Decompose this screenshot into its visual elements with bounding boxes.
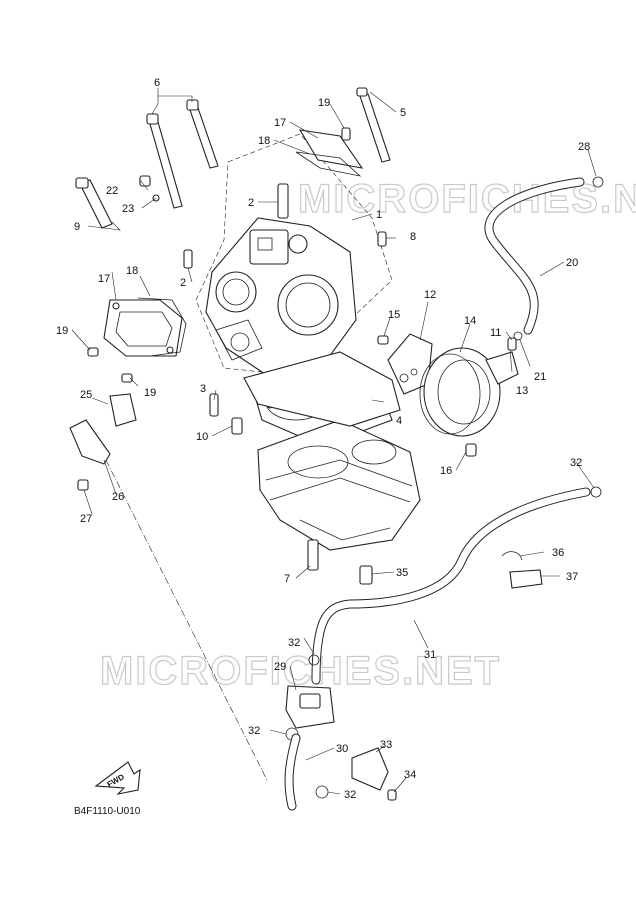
clamp-36[interactable] bbox=[501, 551, 523, 561]
callout-3: 3 bbox=[200, 383, 206, 395]
clip-32-mid[interactable] bbox=[308, 654, 320, 666]
callout-27: 27 bbox=[80, 513, 92, 525]
callout-31: 31 bbox=[424, 649, 436, 661]
tappet-cover-top[interactable] bbox=[295, 129, 364, 177]
callout-28: 28 bbox=[578, 141, 590, 153]
stud-bolt-right[interactable] bbox=[356, 87, 391, 163]
bolt-27[interactable] bbox=[77, 479, 89, 491]
clamp-26[interactable] bbox=[69, 419, 111, 465]
callout-32-mid: 32 bbox=[288, 637, 300, 649]
callout-14: 14 bbox=[464, 315, 476, 327]
callout-37: 37 bbox=[566, 571, 578, 583]
hose-20[interactable] bbox=[484, 177, 585, 335]
stud-bolt-left-1[interactable] bbox=[146, 113, 183, 209]
leader-lines bbox=[71, 88, 597, 795]
bolt-19-mid[interactable] bbox=[121, 373, 133, 383]
bolt-7[interactable] bbox=[307, 539, 319, 571]
callout-7: 7 bbox=[284, 573, 290, 585]
bolt-34[interactable] bbox=[387, 789, 397, 801]
callout-9: 9 bbox=[74, 221, 80, 233]
callout-19-mid: 19 bbox=[144, 387, 156, 399]
callout-35: 35 bbox=[396, 567, 408, 579]
bolt-8[interactable] bbox=[377, 231, 387, 247]
clamp-35[interactable] bbox=[359, 565, 373, 585]
clamp-37[interactable] bbox=[509, 569, 543, 589]
bolt-15[interactable] bbox=[377, 335, 389, 345]
diagram-code: B4F1110-U010 bbox=[74, 806, 141, 817]
callout-19-left: 19 bbox=[56, 325, 68, 337]
callout-26: 26 bbox=[112, 491, 124, 503]
air-cut-valve[interactable] bbox=[285, 685, 335, 729]
callout-34: 34 bbox=[404, 769, 416, 781]
callout-19-top: 19 bbox=[318, 97, 330, 109]
bolt-19-top[interactable] bbox=[341, 127, 351, 141]
callout-2-top: 2 bbox=[248, 197, 254, 209]
air-induction-case[interactable] bbox=[423, 347, 519, 437]
bolt-19-left[interactable] bbox=[87, 347, 99, 357]
callout-13: 13 bbox=[516, 385, 528, 397]
callout-23: 23 bbox=[122, 203, 134, 215]
callout-25: 25 bbox=[80, 389, 92, 401]
callout-18-left: 18 bbox=[126, 265, 138, 277]
bolt-16[interactable] bbox=[465, 443, 477, 457]
callout-5: 5 bbox=[400, 107, 406, 119]
callout-2-left: 2 bbox=[180, 277, 186, 289]
callout-6: 6 bbox=[154, 77, 160, 89]
bracket-25[interactable] bbox=[109, 393, 137, 427]
hose-31[interactable] bbox=[311, 487, 591, 685]
callout-8: 8 bbox=[410, 231, 416, 243]
callout-32-bottom: 32 bbox=[344, 789, 356, 801]
callout-32-upper-right: 32 bbox=[570, 457, 582, 469]
dowel-pin-3[interactable] bbox=[209, 393, 219, 417]
cylinder-block[interactable] bbox=[257, 419, 421, 551]
callout-12: 12 bbox=[424, 289, 436, 301]
callout-16: 16 bbox=[440, 465, 452, 477]
fwd-arrow-icon: FWD bbox=[94, 761, 141, 795]
fitting-11[interactable] bbox=[507, 337, 517, 351]
callout-22: 22 bbox=[106, 185, 118, 197]
dowel-pin-10[interactable] bbox=[231, 417, 243, 435]
stud-bolt-left-2[interactable] bbox=[186, 99, 219, 169]
callout-1: 1 bbox=[376, 209, 382, 221]
dowel-pin-2-left[interactable] bbox=[183, 249, 193, 269]
callout-18-top: 18 bbox=[258, 135, 270, 147]
callout-11: 11 bbox=[490, 327, 501, 339]
callout-21: 21 bbox=[534, 371, 546, 383]
callout-17-top: 17 bbox=[274, 117, 286, 129]
callout-20: 20 bbox=[566, 257, 578, 269]
callout-33: 33 bbox=[380, 739, 392, 751]
clip-32-upper-right[interactable] bbox=[590, 486, 602, 498]
callout-36: 36 bbox=[552, 547, 564, 559]
callout-17-left: 17 bbox=[98, 273, 110, 285]
cylinder-base-gasket[interactable] bbox=[243, 351, 401, 427]
case-gasket[interactable] bbox=[419, 353, 481, 435]
tappet-cover-left[interactable] bbox=[103, 299, 183, 357]
callout-15: 15 bbox=[388, 309, 400, 321]
watermark-top: MICROFICHES.NET bbox=[298, 177, 636, 221]
clip-28[interactable] bbox=[592, 176, 604, 188]
callout-10: 10 bbox=[196, 431, 208, 443]
reference-line bbox=[105, 459, 269, 783]
callout-4: 4 bbox=[396, 415, 402, 427]
callout-labels: 1 2 2 3 4 5 6 7 8 9 10 11 12 13 14 15 16… bbox=[56, 77, 590, 801]
plug-22[interactable] bbox=[139, 175, 151, 187]
callout-29: 29 bbox=[274, 661, 286, 673]
clip-21[interactable] bbox=[513, 331, 523, 341]
hose-30[interactable] bbox=[284, 733, 301, 811]
cylinder-head[interactable] bbox=[205, 217, 357, 377]
clip-32-bottom[interactable] bbox=[315, 785, 329, 799]
tappet-cover-o-ring-left[interactable] bbox=[137, 297, 187, 357]
callout-32-low: 32 bbox=[248, 725, 260, 737]
spark-plug[interactable] bbox=[75, 177, 113, 229]
callout-30: 30 bbox=[336, 743, 348, 755]
bracket-33[interactable] bbox=[351, 747, 389, 791]
dowel-pin-2-top[interactable] bbox=[277, 183, 289, 219]
